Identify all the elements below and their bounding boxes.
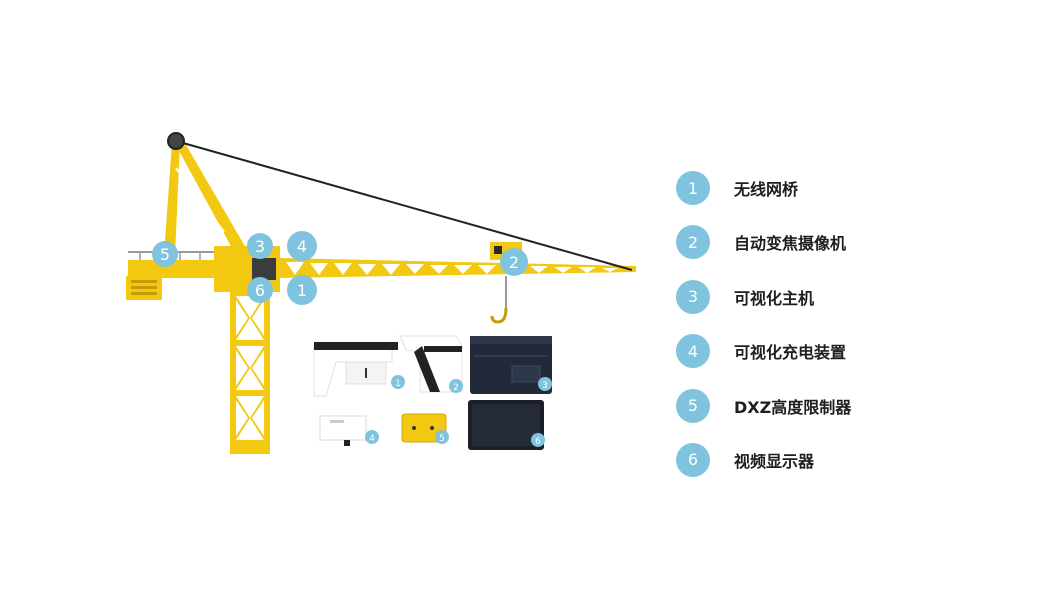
legend-item-2: 2 自动变焦摄像机 — [676, 224, 851, 260]
device-height-limiter: 5 — [401, 413, 449, 444]
jib-tie-cable — [175, 140, 633, 271]
device-marker-label: 4 — [369, 434, 375, 444]
crane-marker-label: 3 — [255, 237, 265, 256]
crane-marker-1: 1 — [287, 275, 317, 305]
legend-label: DXZ高度限制器 — [734, 397, 852, 417]
device-marker-label: 6 — [535, 437, 541, 447]
device-charging-unit: 4 — [319, 415, 379, 446]
legend-label: 可视化充电装置 — [734, 343, 847, 363]
crane-marker-label: 2 — [509, 253, 519, 272]
legend-label: 视频显示器 — [734, 451, 815, 471]
crane-marker-2: 2 — [500, 248, 528, 276]
crane-marker-label: 1 — [297, 281, 307, 300]
tower-head-pulley-icon — [167, 132, 185, 150]
legend-label: 可视化主机 — [734, 288, 815, 308]
legend: 1 无线网桥 2 自动变焦摄像机 3 可视化主机 4 可视化充电装置 5 DXZ… — [676, 170, 851, 496]
legend-number: 6 — [676, 442, 710, 477]
hook-icon — [490, 307, 508, 324]
device-wireless-bridge: 1 — [313, 342, 405, 397]
legend-label: 自动变焦摄像机 — [734, 234, 847, 254]
legend-number: 4 — [676, 334, 710, 369]
legend-number: 3 — [676, 279, 710, 314]
jib — [280, 242, 636, 278]
legend-item-3: 3 可视化主机 — [676, 279, 851, 315]
legend-number: 2 — [676, 225, 710, 260]
device-zoom-camera: 2 — [399, 335, 463, 393]
device-visual-host: 3 — [470, 336, 552, 394]
legend-item-5: 5 DXZ高度限制器 — [676, 388, 851, 424]
crane-marker-4: 4 — [287, 231, 317, 261]
crane-marker-5: 5 — [152, 241, 178, 267]
tower-mast — [230, 290, 270, 454]
crane-marker-label: 4 — [297, 237, 307, 256]
crane-marker-6: 6 — [247, 277, 273, 303]
device-marker-label: 3 — [542, 381, 548, 391]
legend-item-6: 6 视频显示器 — [676, 442, 851, 478]
crane-marker-label: 5 — [160, 245, 170, 264]
device-video-display: 6 — [468, 400, 545, 450]
legend-number: 1 — [676, 171, 710, 205]
crane-marker-3: 3 — [247, 233, 273, 259]
device-marker-label: 5 — [439, 434, 445, 444]
legend-label: 无线网桥 — [734, 180, 799, 199]
device-marker-label: 1 — [395, 379, 401, 389]
legend-item-4: 4 可视化充电装置 — [676, 333, 851, 369]
legend-number: 5 — [676, 388, 710, 423]
crane-marker-label: 6 — [255, 281, 265, 300]
tower-head — [164, 138, 246, 255]
device-marker-label: 2 — [453, 383, 459, 393]
counter-jib — [126, 251, 228, 300]
legend-item-1: 1 无线网桥 — [676, 170, 851, 206]
